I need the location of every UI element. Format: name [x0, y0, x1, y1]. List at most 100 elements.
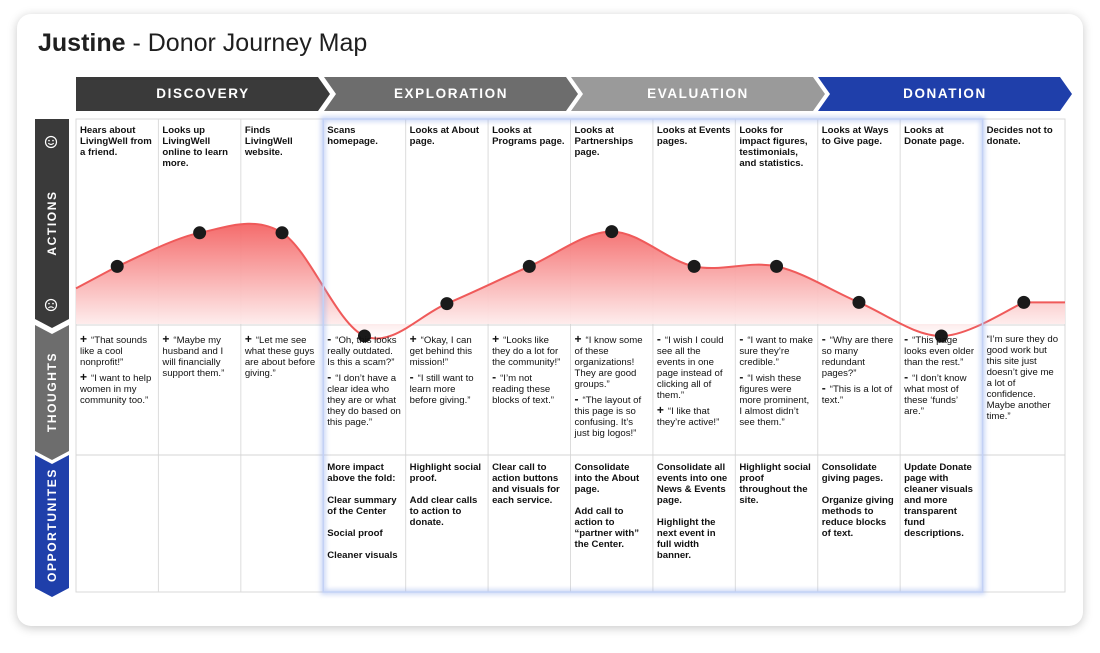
- opportunity-cell: Highlight social proof throughout the si…: [735, 462, 817, 517]
- emotion-point: [440, 297, 454, 311]
- action-cell: Finds LivingWell website.: [244, 125, 293, 158]
- thought-text: “This is a lot of text.”: [821, 384, 893, 406]
- opportunity-cell: Consolidate giving pages.Organize giving…: [818, 462, 900, 550]
- thoughts-cell: +“Maybe my husband and I will financiall…: [158, 334, 240, 383]
- opportunity-cell: Highlight social proof.Add clear calls t…: [406, 462, 488, 539]
- thought-text: “I still want to learn more before givin…: [409, 373, 474, 406]
- thought-item: -“I don’t have a clear idea who they are…: [327, 370, 401, 428]
- action-cell: Decides not to donate.: [986, 125, 1053, 147]
- action-cell: Looks at Ways to Give page.: [821, 125, 889, 147]
- thought-text: “I’m not reading these blocks of text.”: [492, 373, 554, 406]
- thought-item: -“Why are there so many redundant pages?…: [822, 334, 896, 379]
- positive-sign: +: [409, 334, 417, 346]
- negative-sign: -: [904, 370, 909, 384]
- stage-arrow-discovery: [76, 77, 330, 111]
- thought-text: “Oh, this looks really outdated. Is this…: [327, 335, 397, 368]
- smiley-face-icon: [44, 135, 58, 149]
- thought-text: “Let me see what these guys are about be…: [244, 335, 316, 379]
- emotion-point: [275, 226, 289, 240]
- thought-text: “I know some of these organizations! The…: [574, 335, 643, 390]
- action-cell: Looks at Events pages.: [656, 125, 731, 147]
- thoughts-cell: -“This page looks even older than the re…: [900, 334, 982, 421]
- row-label-actions: ACTIONS: [45, 190, 59, 256]
- map-title: - Donor Journey Map: [125, 29, 368, 57]
- persona-name: Justine: [38, 29, 126, 57]
- opportunity-item: Social proof: [327, 528, 383, 539]
- row-bar-thoughts: [35, 325, 69, 460]
- negative-sign: -: [821, 381, 826, 395]
- thought-text: “I don’t know what most of these ‘funds’…: [904, 373, 967, 417]
- opportunity-item: Consolidate all events into one News & E…: [656, 462, 728, 506]
- positive-sign: +: [80, 370, 88, 384]
- thought-item: +“I know some of these organizations! Th…: [575, 334, 649, 390]
- emotion-point: [852, 295, 866, 309]
- action-cell: Looks at Partnerships page.: [574, 125, 634, 158]
- thought-item: -“I wish I could see all the events in o…: [657, 334, 731, 401]
- negative-sign: -: [739, 370, 744, 384]
- action-cell: Looks at About page.: [409, 125, 480, 147]
- negative-sign: -: [409, 370, 414, 384]
- negative-sign: -: [327, 370, 332, 384]
- thought-text: “I like that they’re active!”: [656, 406, 720, 428]
- thought-text: “Looks like they do a lot for the commun…: [492, 335, 561, 368]
- action-cell: Looks at Donate page.: [904, 125, 965, 147]
- row-label-thoughts: THOUGHTS: [45, 351, 59, 432]
- emotion-point: [605, 225, 619, 239]
- opportunity-item: Update Donate page with cleaner visuals …: [904, 462, 973, 539]
- thought-text: “The layout of this page is so confusing…: [574, 395, 642, 439]
- thought-item: -“This is a lot of text.”: [821, 381, 896, 406]
- thought-item: -“I wish these figures were more promine…: [739, 370, 813, 428]
- opportunity-item: Consolidate giving pages.: [821, 462, 884, 484]
- thought-text: “Why are there so many redundant pages?”: [821, 335, 894, 379]
- opportunity-item: Highlight the next event in full width b…: [656, 517, 716, 561]
- thought-text: “I want to help women in my community to…: [80, 373, 152, 406]
- row-bar-actions: [35, 119, 69, 328]
- stage-arrow-exploration: [324, 77, 578, 111]
- opportunity-item: Clear summary of the Center: [327, 495, 397, 517]
- thought-item: “I’m sure they do good work but this sit…: [987, 334, 1061, 422]
- thought-item: +“I want to help women in my community t…: [80, 370, 154, 406]
- positive-sign: +: [162, 334, 170, 346]
- stage-label-exploration: EXPLORATION: [393, 86, 509, 101]
- emotion-point: [1017, 295, 1031, 309]
- action-cell: Hears about LivingWell from a friend.: [80, 125, 152, 158]
- opportunity-cell: Update Donate page with cleaner visuals …: [900, 462, 982, 550]
- opportunity-item: Cleaner visuals: [327, 550, 398, 561]
- thoughts-cell: -“I want to make sure they’re credible.”…: [735, 334, 817, 432]
- thought-text: “That sounds like a cool nonprofit!”: [80, 335, 148, 368]
- thought-item: +“Okay, I can get behind this mission!”: [410, 334, 484, 368]
- positive-sign: +: [492, 334, 500, 346]
- action-cell: Looks at Programs page.: [492, 125, 565, 147]
- emotion-point: [110, 259, 124, 273]
- positive-sign: +: [244, 334, 252, 346]
- negative-sign: -: [904, 334, 909, 346]
- thought-item: +“I like that they’re active!”: [656, 403, 731, 428]
- emotion-point: [934, 329, 948, 343]
- thought-text: “I wish these figures were more prominen…: [739, 373, 810, 428]
- thought-item: +“That sounds like a cool nonprofit!”: [80, 334, 154, 368]
- negative-sign: -: [656, 334, 661, 346]
- thoughts-cell: +“I know some of these organizations! Th…: [571, 334, 653, 443]
- action-cell: Looks up LivingWell online to learn more…: [162, 125, 228, 169]
- negative-sign: -: [574, 392, 579, 406]
- thought-item: -“I don’t know what most of these ‘funds…: [904, 370, 978, 417]
- opportunity-item: Add call to action to “partner with” the…: [574, 506, 640, 550]
- thought-text: “Okay, I can get behind this mission!”: [409, 335, 473, 368]
- thought-item: -“The layout of this page is so confusin…: [574, 392, 649, 439]
- stage-arrow-evaluation: [571, 77, 825, 111]
- negative-sign: -: [739, 334, 744, 346]
- stage-label-evaluation: EVALUATION: [647, 86, 749, 101]
- emotion-point: [193, 226, 207, 240]
- thoughts-cell: +“That sounds like a cool nonprofit!”+“I…: [76, 334, 158, 410]
- row-bar-opportunities: [35, 455, 69, 597]
- negative-sign: -: [492, 370, 497, 384]
- positive-sign: +: [656, 403, 664, 417]
- opportunity-item: Highlight social proof.: [409, 462, 482, 484]
- thought-text: “I wish I could see all the events in on…: [656, 335, 724, 401]
- opportunity-cell: More impact above the fold:Clear summary…: [323, 462, 405, 572]
- opportunity-cell: Consolidate into the About page.Add call…: [571, 462, 653, 561]
- stage-label-discovery: DISCOVERY: [156, 86, 250, 101]
- stage-label-donation: DONATION: [903, 86, 987, 101]
- thought-item: -“I’m not reading these blocks of text.”: [492, 370, 566, 406]
